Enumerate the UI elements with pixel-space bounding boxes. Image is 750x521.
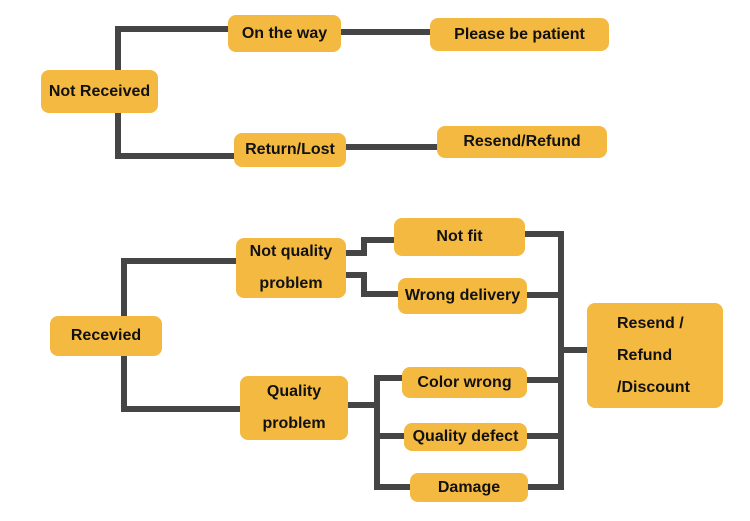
node-not-fit: Not fit <box>394 218 525 256</box>
node-quality-defect: Quality defect <box>404 423 527 451</box>
node-on-the-way: On the way <box>228 15 341 52</box>
node-resend-refund-discount: Resend / Refund /Discount <box>587 303 723 408</box>
node-color-wrong: Color wrong <box>402 367 527 398</box>
node-wrong-delivery: Wrong delivery <box>398 278 527 314</box>
node-received: Recevied <box>50 316 162 356</box>
node-not-received: Not Received <box>41 70 158 113</box>
node-damage: Damage <box>410 473 528 502</box>
node-not-quality-problem: Not quality problem <box>236 238 346 298</box>
node-please-be-patient: Please be patient <box>430 18 609 51</box>
node-return-lost: Return/Lost <box>234 133 346 167</box>
node-resend-refund: Resend/Refund <box>437 126 607 158</box>
node-quality-problem: Quality problem <box>240 376 348 440</box>
